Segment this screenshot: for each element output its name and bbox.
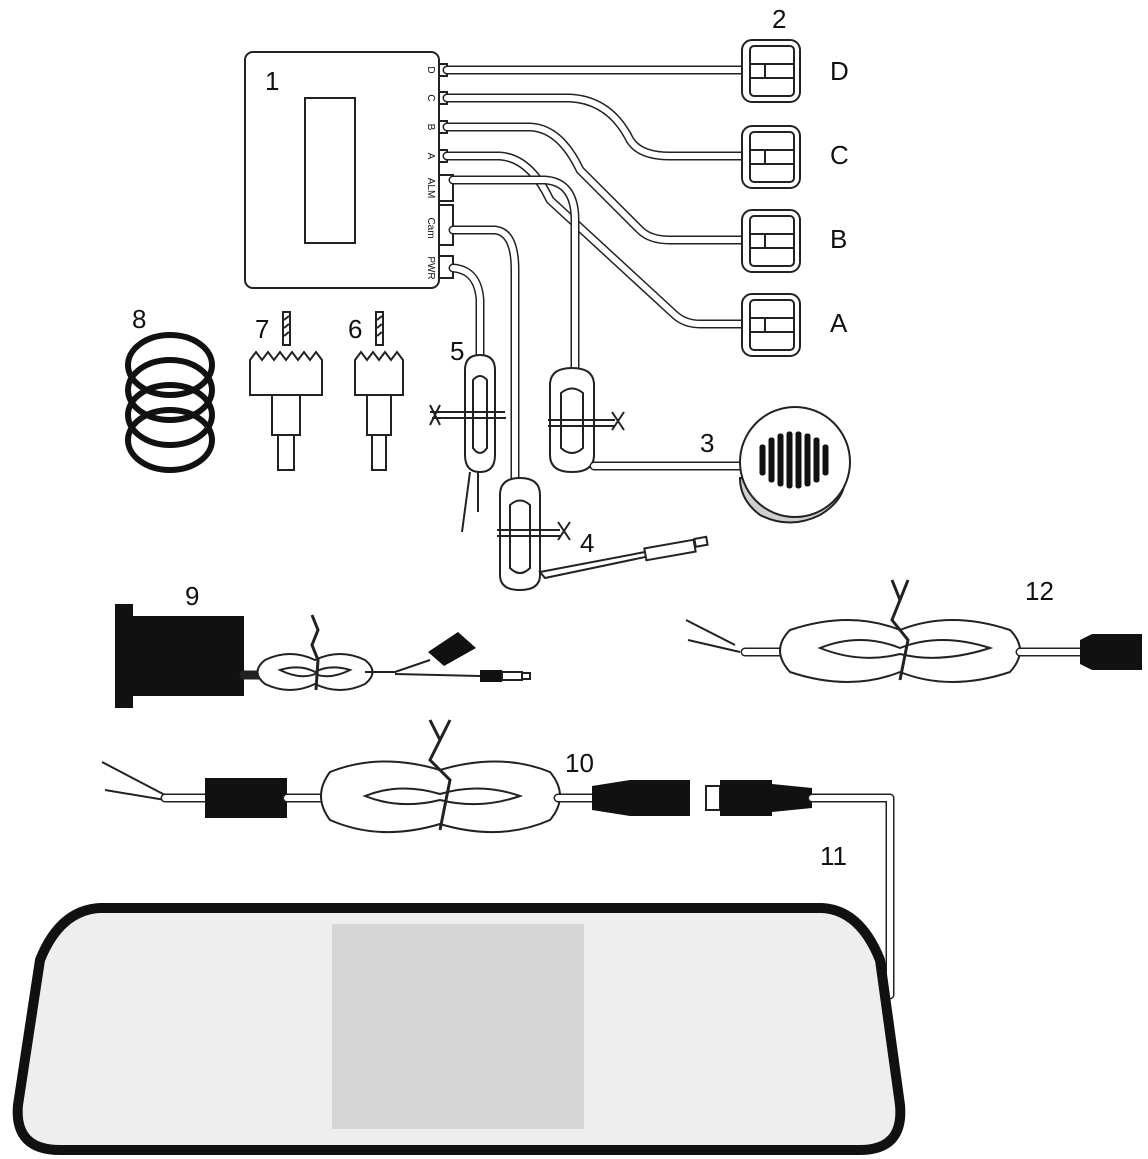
mirror-cable xyxy=(705,780,895,1000)
sensor-label-d: D xyxy=(830,56,849,86)
label-1: 1 xyxy=(265,66,279,96)
box-lower-cables xyxy=(448,175,580,485)
speaker-cable-coil xyxy=(548,366,745,474)
hole-saw-small xyxy=(354,311,404,471)
label-12: 12 xyxy=(1025,576,1054,606)
label-8: 8 xyxy=(132,304,146,334)
buzzer-speaker xyxy=(738,406,851,524)
label-10: 10 xyxy=(565,748,594,778)
sensor-label-a: A xyxy=(830,308,848,338)
label-5: 5 xyxy=(450,336,464,366)
label-2: 2 xyxy=(772,4,786,34)
sensor-cables xyxy=(442,65,747,329)
sensor-a xyxy=(741,293,801,357)
port-label-a: A xyxy=(425,153,436,160)
label-4: 4 xyxy=(580,528,594,558)
label-3: 3 xyxy=(700,428,714,458)
mirror-screen xyxy=(332,924,584,1129)
extension-cable xyxy=(685,579,1142,683)
speaker-grille xyxy=(759,431,829,489)
control-box-display xyxy=(304,97,356,244)
video-cable-coil xyxy=(497,476,709,592)
hole-saw-large xyxy=(249,311,323,471)
sensor-b xyxy=(741,209,801,273)
label-11: 11 xyxy=(820,841,847,871)
rearview-mirror-monitor xyxy=(12,903,906,1155)
port-label-c: C xyxy=(425,94,436,101)
label-7: 7 xyxy=(255,314,269,344)
rubber-rings xyxy=(125,332,215,473)
port-label-pwr: PWR xyxy=(425,256,436,279)
mirror-power-cable xyxy=(101,719,690,834)
sensor-c xyxy=(741,125,801,189)
label-6: 6 xyxy=(348,314,362,344)
sensor-label-c: C xyxy=(830,140,849,170)
sensor-d xyxy=(741,39,801,103)
sensor-label-b: B xyxy=(830,224,847,254)
port-label-cam: Cam xyxy=(425,217,436,238)
power-cable-coil xyxy=(429,353,506,533)
port-label-b: B xyxy=(425,124,436,131)
port-label-alm: ALM xyxy=(425,178,436,199)
port-label-d: D xyxy=(425,66,436,73)
rear-camera xyxy=(115,604,531,708)
label-9: 9 xyxy=(185,581,199,611)
